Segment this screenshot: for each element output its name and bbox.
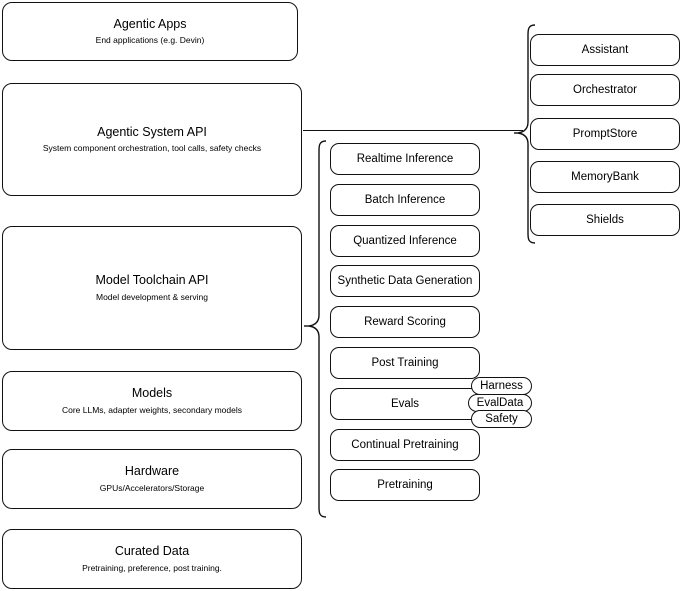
brace-toolchain-components <box>303 140 327 518</box>
layer-box-models[interactable]: Models Core LLMs, adapter weights, secon… <box>2 371 302 431</box>
pill-safety[interactable]: Safety <box>471 410 532 428</box>
chip-post-training[interactable]: Post Training <box>330 347 480 379</box>
chip-batch-inference[interactable]: Batch Inference <box>330 184 480 216</box>
layer-box-agentic-apps[interactable]: Agentic Apps End applications (e.g. Devi… <box>2 2 298 61</box>
layer-box-model-toolchain-api[interactable]: Model Toolchain API Model development & … <box>2 226 302 350</box>
layer-title: Hardware <box>124 464 180 479</box>
layer-subtitle: Core LLMs, adapter weights, secondary mo… <box>61 404 242 415</box>
layer-title: Models <box>131 386 173 401</box>
chip-orchestrator[interactable]: Orchestrator <box>530 74 680 106</box>
layer-subtitle: System component orchestration, tool cal… <box>42 143 262 154</box>
layer-subtitle: End applications (e.g. Devin) <box>95 35 205 46</box>
chip-continual-pretraining[interactable]: Continual Pretraining <box>330 429 480 461</box>
chip-synthetic-data-generation[interactable]: Synthetic Data Generation <box>330 265 480 297</box>
connector-agentic-system-api-to-components <box>303 130 523 131</box>
chip-assistant[interactable]: Assistant <box>530 34 680 66</box>
layer-subtitle: Model development & serving <box>96 291 208 302</box>
layer-subtitle: GPUs/Accelerators/Storage <box>99 482 205 493</box>
chip-evals[interactable]: Evals <box>330 388 480 420</box>
layer-subtitle: Pretraining, preference, post training. <box>82 562 222 573</box>
chip-promptstore[interactable]: PromptStore <box>530 118 680 150</box>
layer-title: Model Toolchain API <box>95 273 209 288</box>
layer-title: Agentic Apps <box>113 16 187 31</box>
pill-harness[interactable]: Harness <box>471 377 532 395</box>
layer-title: Agentic System API <box>97 124 207 139</box>
layer-title: Curated Data <box>114 544 190 559</box>
layer-box-hardware[interactable]: Hardware GPUs/Accelerators/Storage <box>2 449 302 509</box>
layer-box-curated-data[interactable]: Curated Data Pretraining, preference, po… <box>2 529 302 589</box>
chip-realtime-inference[interactable]: Realtime Inference <box>330 143 480 175</box>
chip-memorybank[interactable]: MemoryBank <box>530 161 680 193</box>
chip-pretraining[interactable]: Pretraining <box>330 469 480 501</box>
chip-quantized-inference[interactable]: Quantized Inference <box>330 225 480 257</box>
layer-box-agentic-system-api[interactable]: Agentic System API System component orch… <box>2 83 302 196</box>
chip-shields[interactable]: Shields <box>530 204 680 236</box>
chip-reward-scoring[interactable]: Reward Scoring <box>330 306 480 338</box>
